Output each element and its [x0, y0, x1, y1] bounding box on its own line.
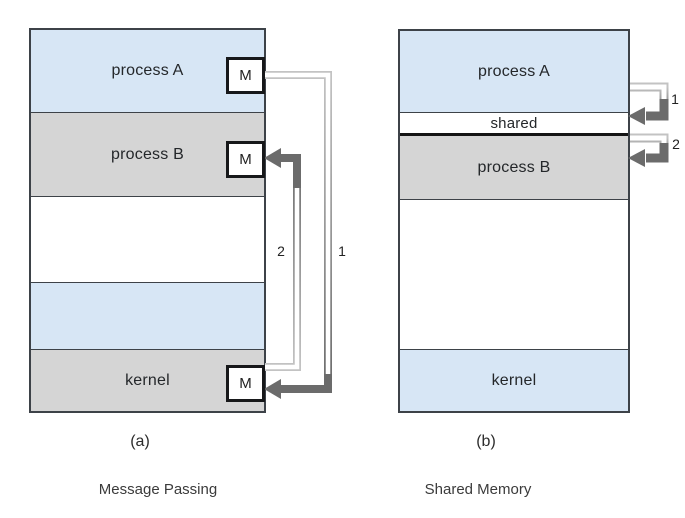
shared-label: shared — [490, 114, 538, 132]
process-a-label: process A — [111, 62, 184, 79]
kernel-section: kernel — [400, 350, 628, 411]
arrow-2-label: 2 — [672, 136, 680, 152]
empty-blue-section — [31, 283, 264, 350]
process-b-section: process B — [400, 136, 628, 200]
message-box-process-a: M — [226, 57, 265, 94]
process-b-section: process B — [31, 113, 264, 197]
shared-section: shared — [400, 113, 628, 136]
kernel-label: kernel — [125, 371, 170, 389]
caption-b: (b) — [476, 433, 496, 450]
process-b-label: process B — [477, 158, 551, 176]
message-box-kernel: M — [226, 365, 265, 402]
arrow-process-a-to-kernel — [264, 71, 332, 399]
subtitle-message-passing: Message Passing — [98, 481, 218, 498]
process-b-label: process B — [111, 145, 184, 163]
message-box-label: M — [239, 151, 252, 168]
process-a-section: process A — [400, 31, 628, 113]
arrowhead — [264, 379, 281, 399]
arrow-1-label: 1 — [338, 243, 346, 259]
empty-section — [31, 197, 264, 283]
kernel-section: kernel — [31, 350, 264, 411]
process-a-label: process A — [477, 62, 551, 80]
arrowhead — [628, 107, 645, 125]
arrowhead — [264, 148, 281, 168]
arrow-1-label: 1 — [671, 91, 679, 107]
empty-section — [400, 200, 628, 350]
message-box-label: M — [239, 67, 252, 84]
message-box-process-b: M — [226, 141, 265, 178]
subtitle-shared-memory: Shared Memory — [424, 481, 532, 498]
arrow-shared-to-process-b — [628, 133, 669, 167]
arrow-process-a-to-shared — [628, 82, 669, 125]
kernel-label: kernel — [491, 371, 537, 389]
shared-memory-diagram: process A shared process B kernel — [398, 29, 630, 413]
process-a-section: process A — [31, 30, 264, 113]
arrow-2-label: 2 — [277, 243, 285, 259]
arrowhead — [628, 149, 645, 167]
message-box-label: M — [239, 375, 252, 392]
caption-a: (a) — [130, 433, 150, 450]
